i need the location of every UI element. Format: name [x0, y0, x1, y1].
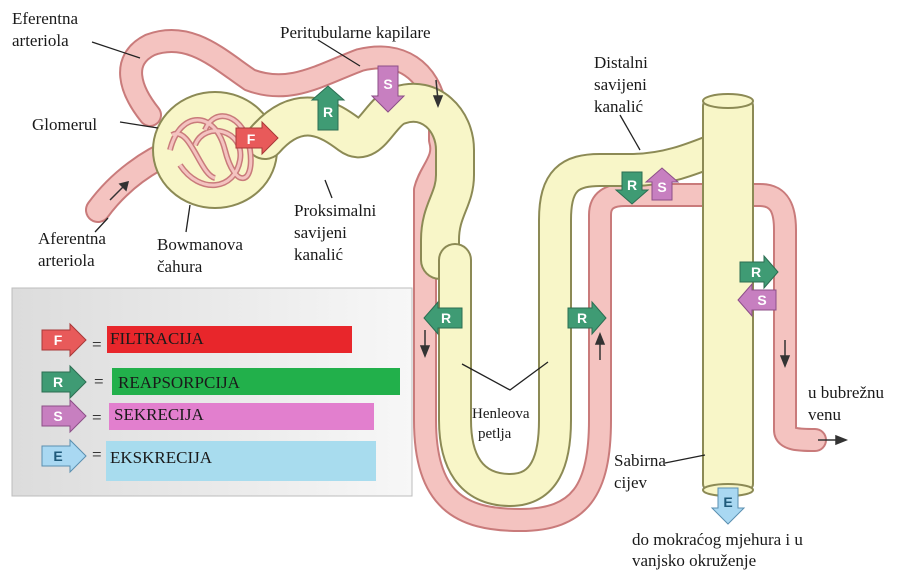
svg-text:R: R [751, 264, 761, 280]
svg-text:R: R [323, 104, 333, 120]
label-eferentna-2: arteriola [12, 31, 69, 50]
label-peritubularne: Peritubularne kapilare [280, 23, 431, 42]
filtration-arrow-letter: F [247, 131, 256, 147]
legend: F = FILTRACIJA R = REAPSORPCIJA S = SEKR… [12, 288, 412, 496]
label-mokracni-1: do mokraćog mjehura i u [632, 530, 803, 549]
label-eferentna-1: Eferentna [12, 9, 79, 28]
svg-text:S: S [53, 408, 62, 424]
label-bowmanova-1: Bowmanova [157, 235, 243, 254]
legend-text-filtracija: FILTRACIJA [110, 329, 205, 348]
label-sabirna-1: Sabirna [614, 451, 666, 470]
svg-text:E: E [723, 494, 732, 510]
svg-text:E: E [53, 448, 62, 464]
svg-text:R: R [53, 374, 63, 390]
label-glomerul: Glomerul [32, 115, 97, 134]
svg-text:S: S [757, 292, 766, 308]
label-bowmanova-2: čahura [157, 257, 203, 276]
label-henleova-1: Henleova [472, 406, 530, 422]
legend-text-reapsorpcija: REAPSORPCIJA [118, 373, 241, 392]
svg-text:S: S [383, 76, 392, 92]
label-henleova-2: petlja [478, 426, 512, 442]
label-mokracni-2: vanjsko okruženje [632, 551, 756, 570]
svg-text:R: R [627, 177, 637, 193]
svg-text:=: = [92, 445, 102, 464]
legend-text-ekskrecija: EKSKRECIJA [110, 448, 213, 467]
svg-text:F: F [54, 332, 63, 348]
svg-text:S: S [657, 179, 666, 195]
label-sabirna-2: cijev [614, 473, 648, 492]
label-aferentna-2: arteriola [38, 251, 95, 270]
svg-text:=: = [92, 408, 102, 427]
label-bubrezna-1: u bubrežnu [808, 383, 885, 402]
svg-text:=: = [94, 372, 104, 391]
label-proksimalni-2: savijeni [294, 223, 347, 242]
label-proksimalni-1: Proksimalni [294, 201, 376, 220]
label-distalni-2: savijeni [594, 75, 647, 94]
label-bubrezna-2: venu [808, 405, 842, 424]
label-aferentna-1: Aferentna [38, 229, 106, 248]
label-distalni-1: Distalni [594, 53, 648, 72]
label-distalni-3: kanalić [594, 97, 644, 116]
svg-text:=: = [92, 335, 102, 354]
legend-text-sekrecija: SEKRECIJA [114, 405, 204, 424]
svg-text:R: R [441, 310, 451, 326]
label-proksimalni-3: kanalić [294, 245, 344, 264]
svg-text:R: R [577, 310, 587, 326]
